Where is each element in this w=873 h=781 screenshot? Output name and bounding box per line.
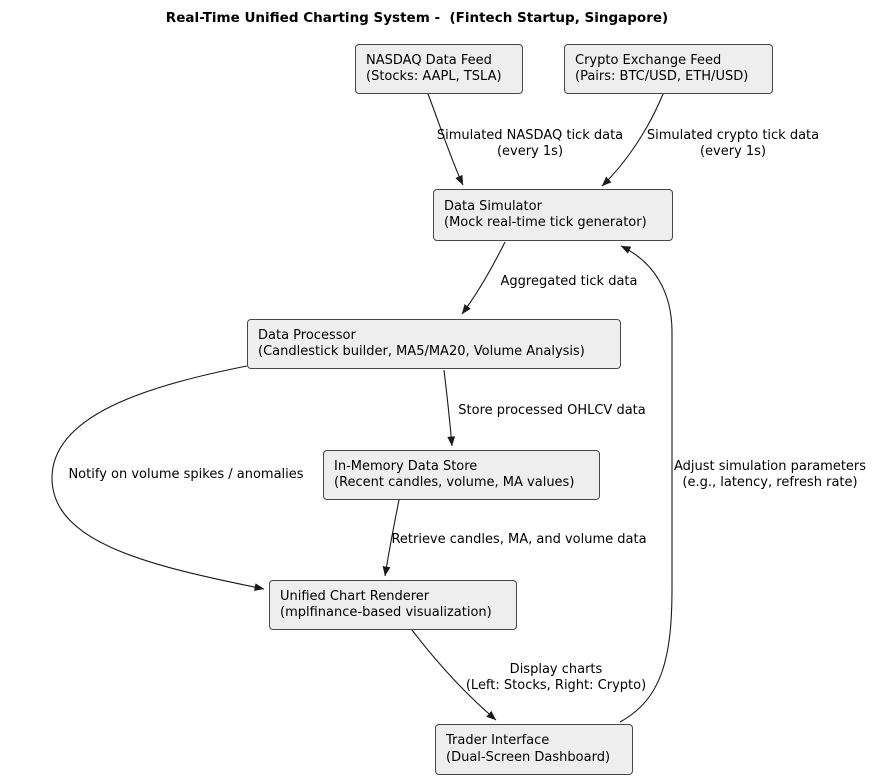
node-crypto-feed-detail: (Pairs: BTC/USD, ETH/USD) [575, 69, 749, 84]
edge-label-display-charts: Display charts (Left: Stocks, Right: Cry… [466, 662, 646, 694]
edge-label-crypto-tick-line2: (every 1s) [699, 144, 767, 159]
edge-label-aggregated-tick-line1: Aggregated tick data [500, 274, 638, 289]
edge-label-display-charts-line2: (Left: Stocks, Right: Crypto) [465, 678, 647, 693]
diagram-title: Real-Time Unified Charting System - (Fin… [165, 10, 669, 26]
node-nasdaq-feed-detail: (Stocks: AAPL, TSLA) [366, 69, 502, 84]
node-in-memory-store-name: In-Memory Data Store [334, 458, 478, 474]
node-data-processor: Data Processor (Candlestick builder, MA5… [247, 319, 621, 369]
node-data-processor-name: Data Processor [258, 327, 356, 343]
node-nasdaq-feed-name: NASDAQ Data Feed [366, 52, 492, 68]
node-data-processor-detail: (Candlestick builder, MA5/MA20, Volume A… [258, 344, 585, 359]
node-chart-renderer-detail: (mplfinance-based visualization) [280, 605, 492, 620]
edge-trader-to-simulator-adjust [619, 245, 673, 723]
edge-renderer-to-trader [411, 629, 497, 721]
edge-label-adjust-params-line2: (e.g., latency, refresh rate) [682, 475, 858, 490]
edge-label-nasdaq-tick: Simulated NASDAQ tick data (every 1s) [437, 128, 623, 160]
node-data-simulator-name: Data Simulator [444, 198, 542, 214]
node-trader-interface: Trader Interface (Dual-Screen Dashboard) [435, 724, 633, 775]
edge-store-to-renderer [382, 499, 400, 577]
edge-simulator-to-processor [461, 241, 506, 315]
node-nasdaq-feed: NASDAQ Data Feed (Stocks: AAPL, TSLA) [355, 44, 523, 94]
edge-label-retrieve-candles-line1: Retrieve candles, MA, and volume data [391, 532, 647, 547]
node-data-simulator-detail: (Mock real-time tick generator) [444, 215, 647, 230]
edge-label-display-charts-line1: Display charts [509, 662, 603, 677]
edge-label-adjust-params: Adjust simulation parameters (e.g., late… [674, 459, 866, 491]
edge-label-nasdaq-tick-line1: Simulated NASDAQ tick data [436, 128, 624, 143]
edge-label-store-ohlcv: Store processed OHLCV data [458, 403, 645, 419]
edge-label-store-ohlcv-line1: Store processed OHLCV data [458, 403, 646, 418]
edge-processor-to-renderer-notify [51, 365, 265, 591]
edge-processor-to-store [443, 369, 456, 447]
node-in-memory-store-detail: (Recent candles, volume, MA values) [334, 475, 575, 490]
node-crypto-feed: Crypto Exchange Feed (Pairs: BTC/USD, ET… [564, 44, 773, 94]
node-data-simulator: Data Simulator (Mock real-time tick gene… [433, 189, 673, 241]
node-chart-renderer-name: Unified Chart Renderer [280, 588, 430, 604]
edge-label-retrieve-candles: Retrieve candles, MA, and volume data [391, 532, 646, 548]
node-in-memory-store: In-Memory Data Store (Recent candles, vo… [323, 450, 600, 500]
edge-label-nasdaq-tick-line2: (every 1s) [496, 144, 564, 159]
edge-nasdaq-to-simulator [427, 93, 464, 186]
edge-label-crypto-tick-line1: Simulated crypto tick data [646, 128, 820, 143]
edge-label-crypto-tick: Simulated crypto tick data (every 1s) [647, 128, 819, 160]
node-crypto-feed-name: Crypto Exchange Feed [575, 52, 722, 68]
edge-label-notify-spikes-line1: Notify on volume spikes / anomalies [68, 467, 304, 482]
node-trader-interface-detail: (Dual-Screen Dashboard) [446, 749, 611, 765]
node-trader-interface-name: Trader Interface [446, 733, 550, 748]
edge-label-notify-spikes: Notify on volume spikes / anomalies [68, 467, 303, 483]
edge-label-aggregated-tick: Aggregated tick data [501, 274, 638, 290]
node-chart-renderer: Unified Chart Renderer (mplfinance-based… [269, 580, 517, 630]
edge-label-adjust-params-line1: Adjust simulation parameters [673, 459, 867, 474]
edge-crypto-to-simulator [601, 93, 664, 187]
